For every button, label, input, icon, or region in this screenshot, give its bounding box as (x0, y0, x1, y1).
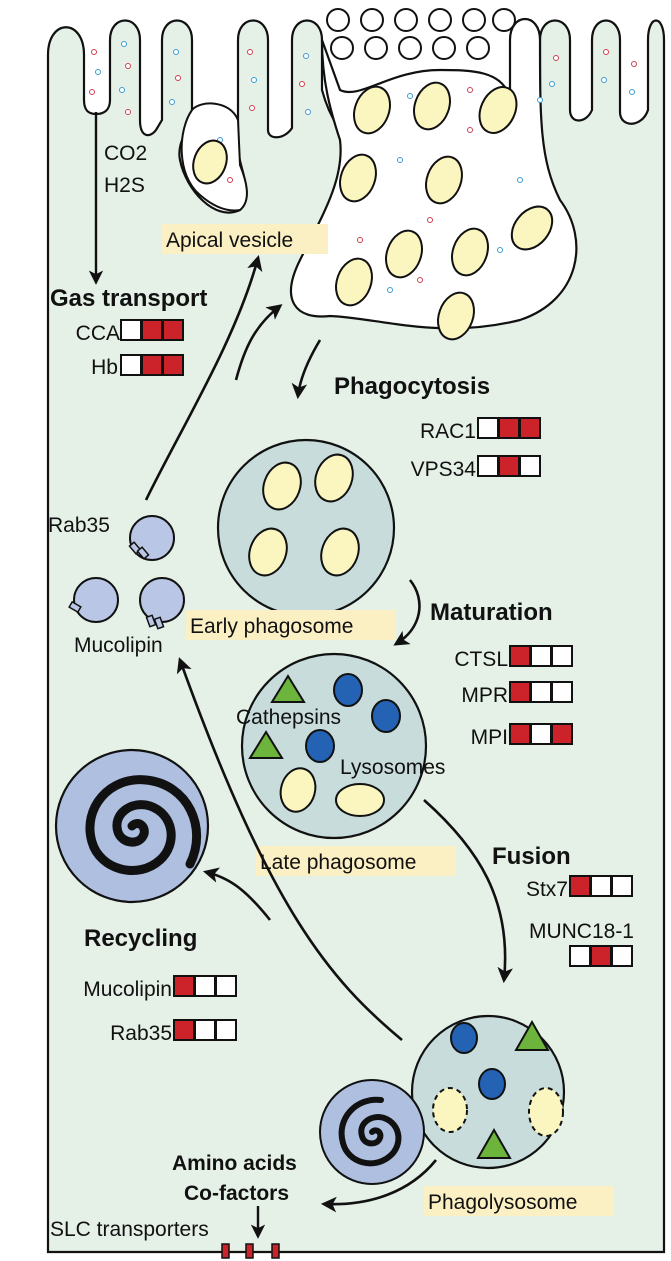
expression-box-rab35-3 (215, 1019, 237, 1041)
gene-label-ctsl: CTSL (454, 648, 508, 671)
lysosome-dots (305, 673, 401, 763)
expression-box-stx7-3 (611, 875, 633, 897)
gene-label-mucolipin: Mucolipin (83, 978, 172, 1001)
cathepsins-label: Cathepsins (236, 706, 341, 729)
lysosomes-label: Lysosomes (340, 756, 445, 779)
expression-box-rac1-1 (477, 417, 499, 439)
gene-label-munc18-1: MUNC18-1 (529, 920, 634, 943)
expression-box-rab35-2 (194, 1019, 216, 1041)
expression-box-mucolipin-3 (215, 975, 237, 997)
expression-box-cca-3 (162, 319, 184, 341)
h2s-label: H2S (104, 174, 145, 197)
apical-microvesicles (326, 8, 516, 60)
gene-label-hb: Hb (91, 356, 118, 379)
recycling-title: Recycling (84, 925, 197, 952)
expression-box-cca-1 (120, 319, 142, 341)
slc-transporters-label: SLC transporters (50, 1218, 209, 1241)
late-phagosome-label: Late phagosome (260, 851, 416, 874)
gas-transport-title: Gas transport (50, 285, 207, 312)
expression-box-munc18-1-2 (590, 945, 612, 967)
early-phagosome (216, 438, 396, 618)
expression-box-cca-2 (141, 319, 163, 341)
gene-label-mpi: MPI (471, 726, 508, 749)
expression-box-rac1-2 (498, 417, 520, 439)
cofactors-label: Co-factors (184, 1182, 289, 1205)
expression-box-ctsl-2 (530, 645, 552, 667)
expression-box-vps34-1 (477, 455, 499, 477)
lumen-particles (192, 81, 554, 341)
expression-box-stx7-1 (569, 875, 591, 897)
gene-label-stx7: Stx7 (526, 878, 568, 901)
early-phagosome-label: Early phagosome (190, 615, 353, 638)
gene-label-mpr: MPR (461, 684, 508, 707)
expression-box-mpi-3 (551, 723, 573, 745)
apical-vesicle-label: Apical vesicle (166, 229, 293, 252)
expression-box-vps34-3 (519, 455, 541, 477)
cathepsin-triangles (248, 674, 306, 759)
recycling-vesicles (68, 515, 185, 630)
expression-box-vps34-2 (498, 455, 520, 477)
expression-box-hb-3 (162, 354, 184, 376)
expression-box-mpr-1 (509, 681, 531, 703)
expression-box-mpr-2 (530, 681, 552, 703)
fusion-title: Fusion (492, 843, 571, 870)
expression-box-rab35-1 (173, 1019, 195, 1041)
expression-box-stx7-2 (590, 875, 612, 897)
expression-box-munc18-1-3 (611, 945, 633, 967)
expression-box-hb-2 (141, 354, 163, 376)
gene-label-cca: CCA (76, 322, 120, 345)
expression-box-hb-1 (120, 354, 142, 376)
expression-box-mpi-1 (509, 723, 531, 745)
rab35-vesicle-label: Rab35 (48, 514, 110, 537)
maturation-title: Maturation (430, 599, 553, 626)
expression-box-mucolipin-2 (194, 975, 216, 997)
phagolysosome-label: Phagolysosome (428, 1191, 577, 1214)
expression-box-ctsl-1 (509, 645, 531, 667)
expression-box-munc18-1-1 (569, 945, 591, 967)
slc-transporters (221, 1243, 280, 1259)
gene-label-vps34: VPS34 (411, 458, 477, 481)
expression-box-mpr-3 (551, 681, 573, 703)
phagocytosis-title: Phagocytosis (334, 373, 490, 400)
expression-box-mucolipin-1 (173, 975, 195, 997)
expression-box-mpi-2 (530, 723, 552, 745)
gene-expression-rows: CCAHbRAC1VPS34CTSLMPRMPIStx7MUNC18-1Muco… (76, 319, 634, 1045)
mucolipin-vesicle-label: Mucolipin (74, 634, 163, 657)
expression-box-ctsl-3 (551, 645, 573, 667)
gene-label-rab35: Rab35 (110, 1022, 172, 1045)
gene-label-rac1: RAC1 (420, 420, 476, 443)
co2-label: CO2 (104, 142, 147, 165)
expression-box-rac1-3 (519, 417, 541, 439)
amino-acids-label: Amino acids (172, 1152, 297, 1175)
